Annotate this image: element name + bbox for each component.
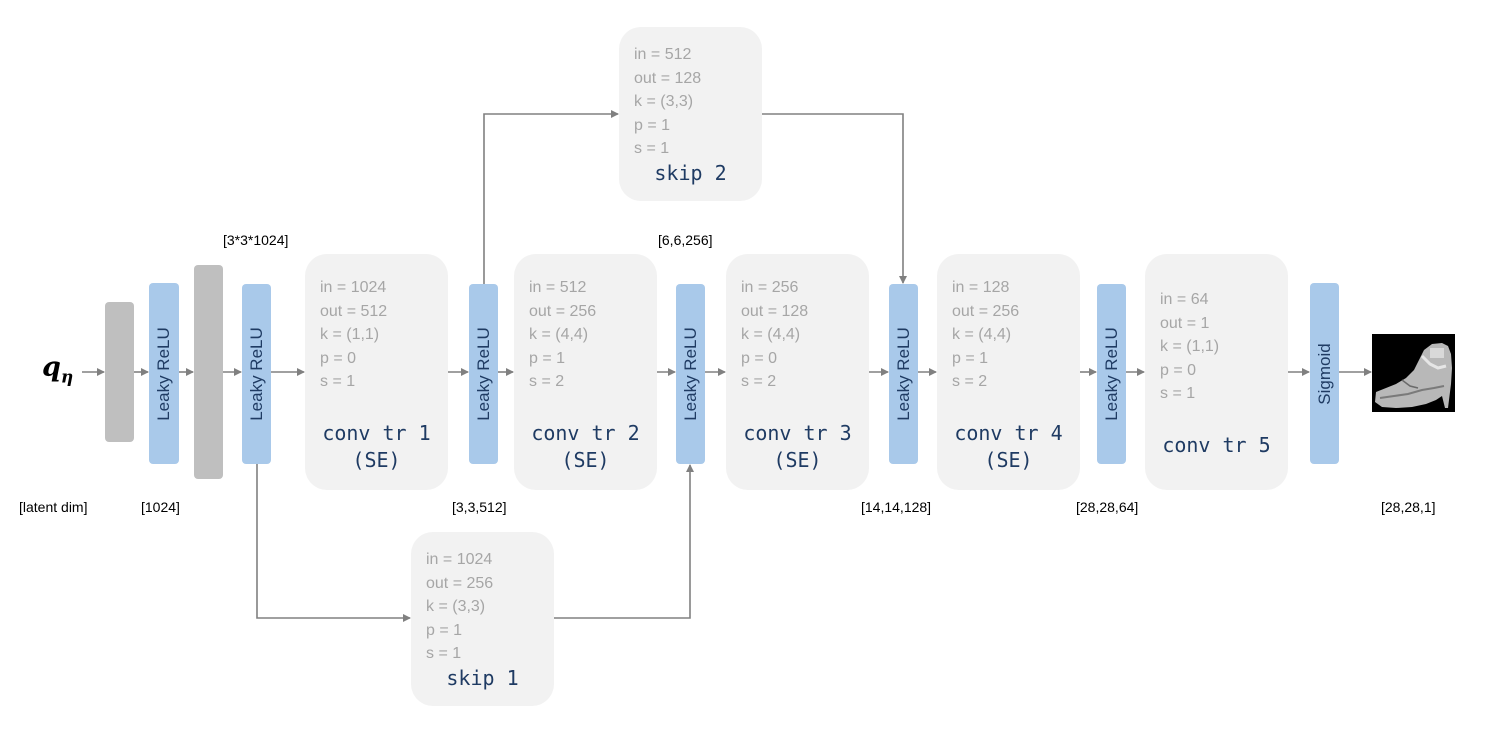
dense-layer-2 (194, 265, 223, 479)
activation-leaky-relu-1: Leaky ReLU (149, 283, 179, 464)
conv-tr-1-label: conv tr 1 (SE) (322, 421, 431, 472)
arrow-skip2-out (762, 113, 907, 284)
conv-tr-5-label: conv tr 5 (1162, 433, 1271, 457)
latent-input-symbol: qη (42, 352, 74, 388)
conv-tr-3-label: conv tr 3 (SE) (743, 421, 852, 472)
dense-layer-1 (105, 302, 134, 442)
dim-latent: [latent dim] (19, 499, 88, 515)
arrow-skip2-in (483, 110, 619, 284)
activation-leaky-relu-3: Leaky ReLU (469, 284, 498, 464)
shoe-image (1375, 343, 1452, 408)
activation-leaky-relu-4: Leaky ReLU (676, 284, 705, 464)
dim-28-28-64: [28,28,64] (1076, 499, 1139, 515)
dim-3-3-512: [3,3,512] (452, 499, 507, 515)
conv-tr-4-label: conv tr 4 (SE) (954, 421, 1063, 472)
dim-28-28-1: [28,28,1] (1381, 499, 1436, 515)
dim-6-6-256: [6,6,256] (658, 232, 713, 248)
arrow-skip1-out (554, 464, 694, 619)
dim-1024: [1024] (141, 499, 180, 515)
activation-leaky-relu-6: Leaky ReLU (1097, 284, 1126, 464)
skip-1-label: skip 1 (446, 666, 519, 690)
activation-leaky-relu-5: Leaky ReLU (889, 284, 918, 464)
arrow-skip1-in (256, 464, 411, 622)
skip-2-label: skip 2 (654, 161, 727, 185)
activation-leaky-relu-2: Leaky ReLU (242, 284, 271, 464)
dim-3x3x1024: [3*3*1024] (223, 232, 289, 248)
activation-sigmoid: Sigmoid (1310, 283, 1339, 464)
output-image (1372, 334, 1455, 412)
dim-14-14-128: [14,14,128] (861, 499, 932, 515)
conv-tr-2-label: conv tr 2 (SE) (531, 421, 640, 472)
